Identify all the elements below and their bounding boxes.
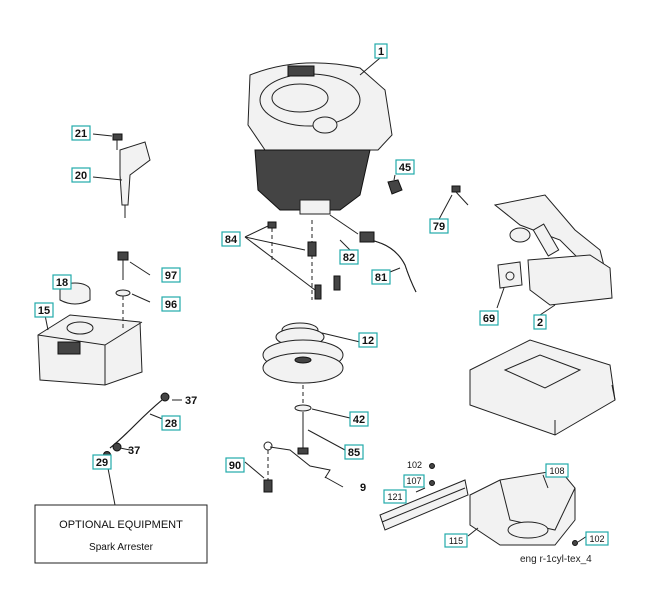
svg-text:96: 96	[165, 299, 177, 311]
engine-part	[247, 62, 393, 215]
callout-102-right: 102	[585, 531, 609, 546]
callout-28: 28	[161, 415, 181, 431]
optional-equipment-box	[34, 504, 208, 564]
callout-121: 121	[383, 489, 407, 504]
callout-115: 115	[444, 533, 468, 548]
callout-96: 96	[161, 296, 181, 312]
pulley-part	[262, 322, 344, 384]
svg-text:102: 102	[407, 460, 422, 470]
svg-text:115: 115	[449, 536, 463, 546]
callout-102-top: 102	[407, 460, 422, 470]
callout-1: 1	[374, 43, 388, 59]
drawing-reference: eng r-1cyl-tex_4	[520, 554, 592, 565]
callout-37-top: 37	[185, 395, 197, 407]
callout-79: 79	[429, 218, 449, 234]
throttle-bracket-part	[119, 141, 151, 206]
svg-text:2: 2	[537, 317, 543, 329]
callout-108: 108	[545, 463, 569, 478]
bolt-part	[451, 185, 461, 193]
callout-9: 9	[360, 482, 366, 494]
svg-text:15: 15	[38, 305, 50, 317]
svg-text:21: 21	[75, 128, 87, 140]
callout-81: 81	[371, 269, 391, 285]
callout-45: 45	[395, 159, 415, 175]
callout-37-bottom: 37	[128, 445, 140, 457]
svg-text:108: 108	[549, 466, 564, 476]
callout-29: 29	[92, 454, 112, 470]
callout-18: 18	[52, 274, 72, 290]
callout-21: 21	[71, 125, 91, 141]
callout-107: 107	[403, 474, 425, 488]
callout-82: 82	[339, 249, 359, 265]
svg-text:69: 69	[483, 313, 495, 325]
callout-15: 15	[34, 302, 54, 318]
svg-text:18: 18	[56, 277, 68, 289]
svg-text:102: 102	[589, 534, 604, 544]
svg-text:82: 82	[343, 252, 355, 264]
muffler-part	[493, 194, 613, 306]
svg-text:81: 81	[375, 272, 387, 284]
svg-text:37: 37	[185, 395, 197, 407]
svg-text:90: 90	[229, 460, 241, 472]
svg-text:29: 29	[96, 457, 108, 469]
callout-69: 69	[479, 310, 499, 326]
svg-text:84: 84	[225, 234, 238, 246]
svg-text:12: 12	[362, 335, 374, 347]
svg-text:79: 79	[433, 221, 445, 233]
optional-equipment-subtitle: Spark Arrester	[89, 542, 154, 553]
svg-text:42: 42	[353, 414, 365, 426]
svg-text:1: 1	[378, 46, 384, 58]
callout-20: 20	[71, 167, 91, 183]
svg-text:97: 97	[165, 270, 177, 282]
callout-90: 90	[225, 457, 245, 473]
callout-84: 84	[221, 231, 241, 247]
svg-text:28: 28	[165, 418, 177, 430]
gasket-part	[497, 261, 523, 289]
callout-42: 42	[349, 411, 369, 427]
svg-text:20: 20	[75, 170, 87, 182]
svg-text:9: 9	[360, 482, 366, 494]
fuel-tank-part	[37, 282, 143, 386]
chute-part	[469, 469, 576, 546]
engine-mount-plate	[469, 339, 616, 436]
optional-equipment-title: OPTIONAL EQUIPMENT	[59, 519, 183, 531]
callout-12: 12	[358, 332, 378, 348]
callout-97: 97	[161, 267, 181, 283]
svg-text:37: 37	[128, 445, 140, 457]
callout-85: 85	[344, 444, 364, 460]
svg-text:107: 107	[406, 476, 421, 486]
svg-text:45: 45	[399, 162, 411, 174]
svg-text:85: 85	[348, 447, 360, 459]
callout-2: 2	[533, 314, 547, 330]
svg-text:121: 121	[387, 492, 402, 502]
